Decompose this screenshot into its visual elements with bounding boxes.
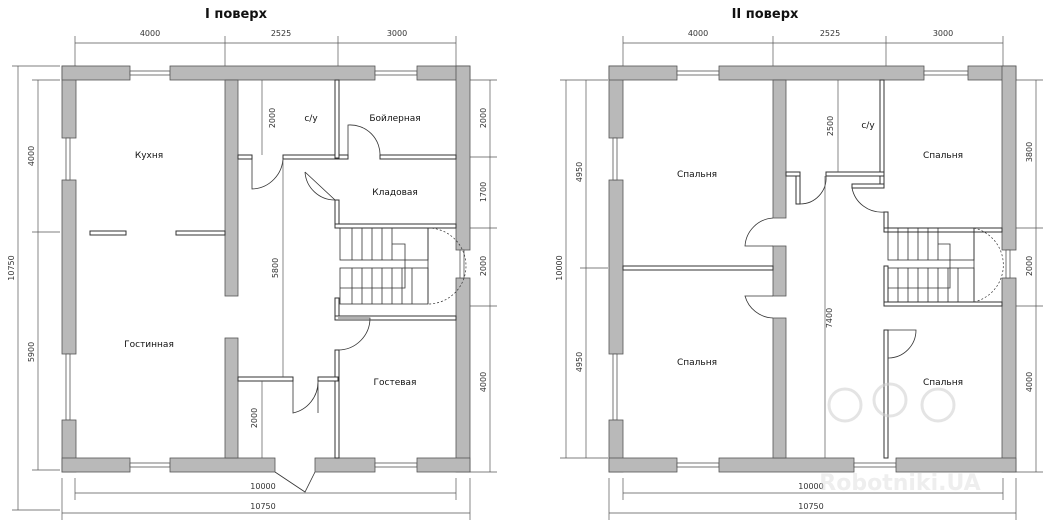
dim-right-2: 1700 [479,182,488,202]
floor-2-right-dimensions: 3800 2000 4000 [1016,79,1043,473]
dim-right-4: 4000 [479,372,488,392]
dim-inner-corridor: 5800 [271,258,280,278]
room-boiler: Бойлерная [369,114,420,124]
floor-2-stairs [887,227,1004,303]
room2-bedroom-top-left: Спальня [677,170,717,180]
floor-1-title: I поверх [205,7,268,22]
dim-bottom-total: 10750 [250,502,275,511]
dim2-left-upper: 4950 [575,162,584,182]
floor-1-stairs [339,227,467,305]
dim2-inner-wc: 2500 [826,116,835,136]
dim-top-mid: 2525 [271,29,291,38]
floor-2-walls [608,65,1017,473]
dim2-top-left: 4000 [688,29,708,38]
floor-1-top-dimensions: 4000 2525 3000 [74,29,457,66]
dim-left-upper: 4000 [27,146,36,166]
floor-1-left-dimensions: 10750 4000 5900 [7,65,60,511]
dim-inner-hall: 2000 [250,408,259,428]
floor-1-inner-dimensions: 5800 2000 2000 [250,80,284,458]
floor-1-walls [61,65,471,473]
dim-right-1: 2000 [479,108,488,128]
floor-2-title: II поверх [732,7,799,22]
dim2-top-mid: 2525 [820,29,840,38]
dim2-right-1: 3800 [1025,142,1034,162]
dim-bottom-inner: 10000 [250,482,275,491]
floor-2-doors [744,175,917,359]
room2-wc: с/у [861,121,875,131]
floor-1-doors [251,124,381,414]
dim2-left-lower: 4950 [575,352,584,372]
floor-2-bottom-dimensions: 10000 10750 [608,478,1017,520]
dim-right-3: 2000 [479,256,488,276]
room-guest: Гостевая [374,378,417,388]
dim-left-total: 10750 [7,255,16,280]
room-kitchen: Кухня [135,151,163,161]
watermark-logo: Robotniki.UA [819,382,981,496]
dim2-right-2: 2000 [1025,256,1034,276]
dim-top-right: 3000 [387,29,407,38]
entrance-door [274,471,316,493]
dim2-left-total: 10000 [555,255,564,280]
room2-bedroom-bottom-right: Спальня [923,378,963,388]
dim2-right-3: 4000 [1025,372,1034,392]
dim2-top-right: 3000 [933,29,953,38]
room-living: Гостинная [124,340,174,350]
floor-2-left-dimensions: 10000 4950 4950 [555,79,608,459]
floor-1-bottom-dimensions: 10000 10750 [61,478,471,520]
floor-1-right-dimensions: 2000 1700 2000 4000 [470,79,497,473]
floor-2-plan: II поверх 4000 2525 3000 10000 4950 4950 [555,7,1043,520]
room-storage: Кладовая [372,188,418,198]
dim2-bottom-total: 10750 [798,502,823,511]
dim-left-lower: 5900 [27,342,36,362]
room-wc: с/у [304,114,318,124]
dim2-bottom-inner: 10000 [798,482,823,491]
dim-top-left: 4000 [140,29,160,38]
watermark-text: Robotniki.UA [819,471,980,496]
room2-bedroom-bottom-left: Спальня [677,358,717,368]
floor-2-top-dimensions: 4000 2525 3000 [622,29,1004,66]
floor-1-plan: I поверх 4000 2525 3000 10750 4000 5900 [7,7,497,520]
room2-bedroom-top-right: Спальня [923,151,963,161]
floor-2-inner-dimensions: 7400 2500 [824,80,839,458]
dim-inner-wc: 2000 [268,108,277,128]
dim2-inner-corridor: 7400 [825,308,834,328]
